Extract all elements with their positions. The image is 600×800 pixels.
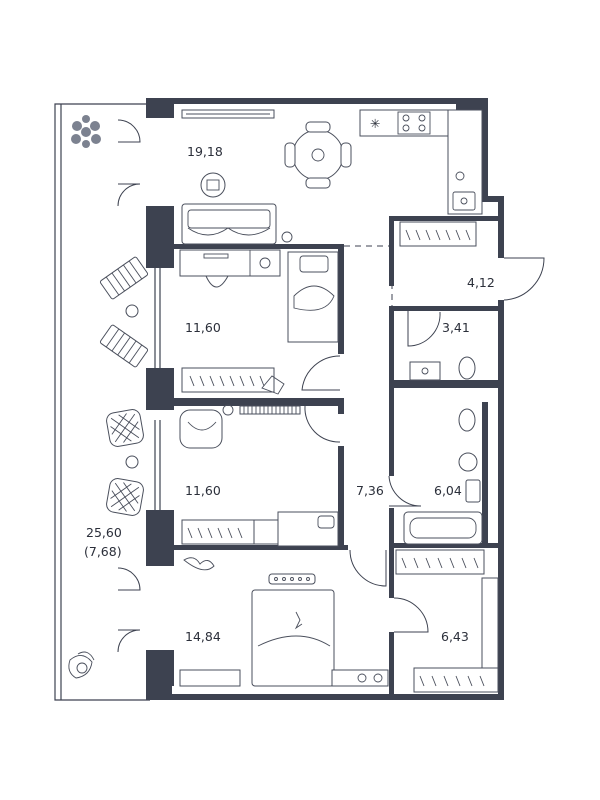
lounger [99,324,149,368]
balcony [54,103,150,701]
walls [146,98,504,700]
side-table [125,304,139,318]
plant-icon [68,651,95,679]
area-label-bedroom-2: 11,60 [185,483,221,498]
wc-fixtures [409,356,476,381]
wardrobe-closet [181,519,281,545]
desk [179,249,281,288]
entry-closet [399,221,477,247]
plant-icon [71,115,101,148]
area-label-bathroom: 6,04 [434,483,462,498]
bath-fixtures [403,408,483,545]
sofa [181,203,293,245]
area-label-corridor: 7,36 [356,483,384,498]
bed [287,251,339,343]
area-label-wc: 3,41 [442,320,470,335]
lounger [99,256,149,300]
pouf-detail [206,179,220,191]
svg-text:✳: ✳ [370,116,380,131]
window [154,268,161,512]
walk-in-closet [395,549,499,693]
bench [268,573,316,585]
wicker-chair [106,409,144,447]
double-bed [251,589,335,687]
wicker-chair [106,478,144,516]
doors [117,119,545,653]
area-label-bedroom-master: 14,84 [185,629,221,644]
area-label-living-kitchen: 19,18 [187,144,223,159]
area-label-wardrobe: 6,43 [441,629,469,644]
area-label-bedroom-1: 11,60 [185,320,221,335]
bed [277,511,339,547]
side-table [125,455,139,469]
pouf [200,172,226,198]
armchair [179,404,234,449]
dining-table [284,121,352,189]
wardrobe-closet [181,367,275,393]
area-label-balcony-reduced: (7,68) [84,544,122,559]
kitchen-counter: ✳ [359,109,483,215]
bookshelf [239,405,301,415]
rug-decor [183,557,215,571]
dresser [179,669,389,687]
area-label-hall: 4,12 [467,275,495,290]
area-labels: 19,18 11,60 11,60 14,84 4,12 3,41 7,36 6… [84,144,495,644]
toy [261,375,285,395]
window-sill [181,109,275,119]
area-label-balcony: 25,60 [86,525,122,540]
